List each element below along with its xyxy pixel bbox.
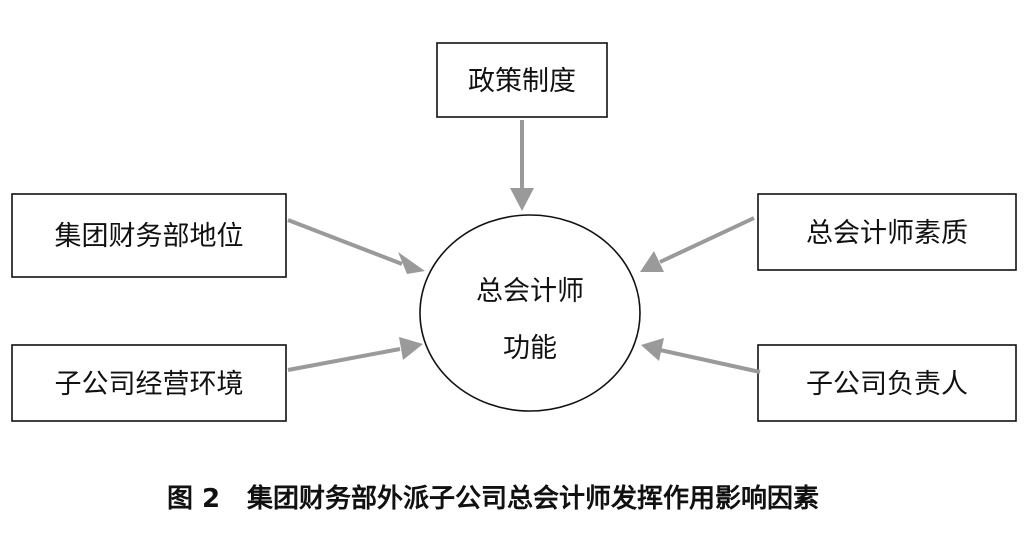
- figure-title: 集团财务部外派子公司总会计师发挥作用影响因素: [246, 483, 819, 514]
- factor-box-cfo-quality: 总会计师素质: [757, 193, 1017, 271]
- factor-box-subsidiary-environment: 子公司经营环境: [11, 344, 287, 422]
- factor-box-subsidiary-head: 子公司负责人: [757, 344, 1017, 422]
- center-node-cfo-function: 总会计师 功能: [419, 214, 641, 412]
- factor-label-subsidiary-environment: 子公司经营环境: [55, 369, 244, 400]
- arrow-from-left-bottom: [287, 337, 423, 372]
- center-label-line2: 功能: [503, 333, 557, 364]
- factor-label-policy: 政策制度: [468, 66, 576, 97]
- figure-caption: 图 2 集团财务部外派子公司总会计师发挥作用影响因素: [167, 483, 819, 514]
- factor-label-subsidiary-head: 子公司负责人: [806, 369, 968, 400]
- figure-label: 图 2: [167, 484, 220, 514]
- factor-box-policy: 政策制度: [436, 42, 608, 118]
- factor-label-cfo-quality: 总会计师素质: [806, 218, 968, 249]
- arrow-from-left-top: [287, 218, 425, 274]
- factor-box-finance-dept-status: 集团财务部地位: [11, 193, 287, 278]
- factor-label-finance-dept-status: 集团财务部地位: [55, 221, 244, 252]
- arrow-from-top: [510, 120, 534, 211]
- center-label-line1: 总会计师: [476, 276, 584, 307]
- arrow-from-right-top: [640, 216, 755, 272]
- arrow-from-right-bottom: [641, 338, 761, 374]
